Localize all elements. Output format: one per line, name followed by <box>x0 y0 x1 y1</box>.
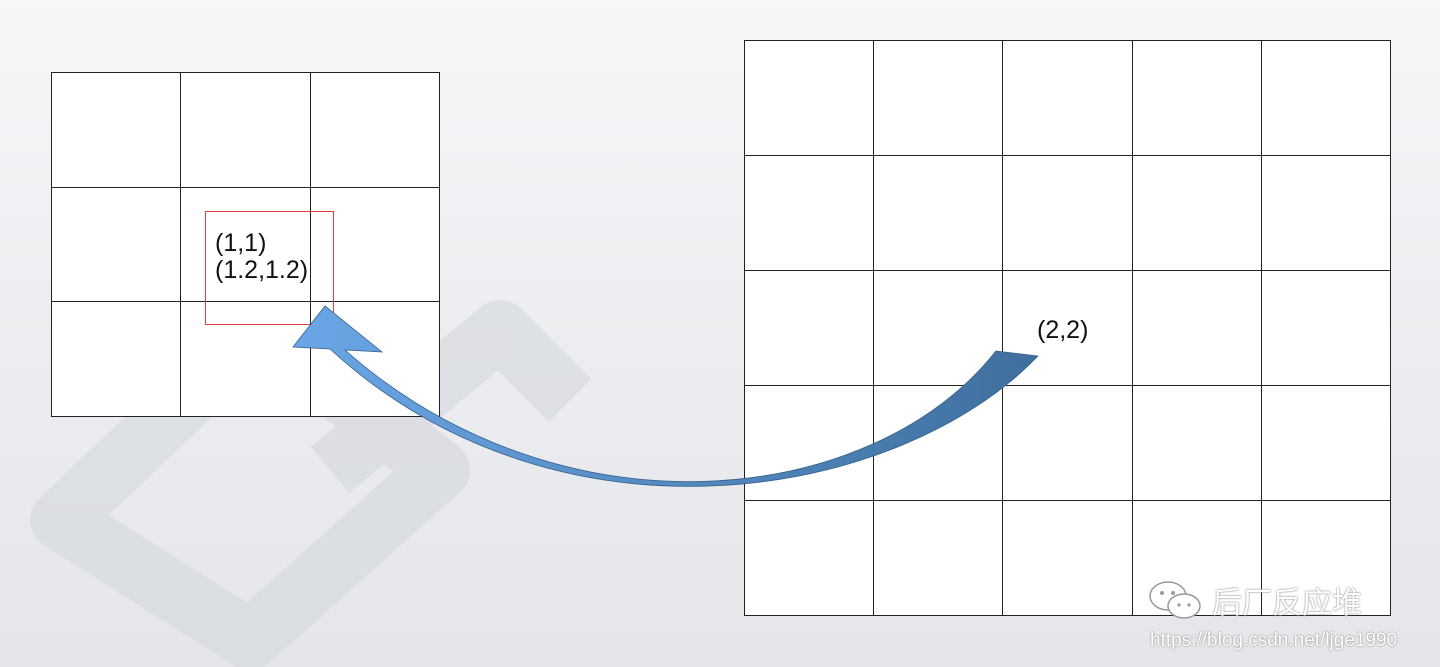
wechat-icon <box>1149 581 1201 619</box>
watermark: 后厂反应堆 <box>1146 578 1362 622</box>
source-grid-cell <box>1261 271 1391 386</box>
source-grid-cell <box>745 271 875 386</box>
sampling-window-highlight <box>205 211 334 325</box>
source-grid-cell <box>874 501 1004 616</box>
destination-grid-cell <box>310 302 440 417</box>
source-grid-cell <box>1132 386 1262 501</box>
destination-grid-cell <box>52 187 182 303</box>
destination-grid-cell <box>181 73 311 188</box>
source-grid-cell <box>1132 41 1262 156</box>
source-grid-cell <box>1261 386 1391 501</box>
source-grid-cell <box>1003 271 1133 386</box>
label-src: (2,2) <box>1037 316 1089 344</box>
destination-grid-cell <box>310 187 440 303</box>
source-grid-cell <box>874 156 1004 271</box>
source-grid <box>744 40 1391 616</box>
source-grid-cell <box>874 386 1004 501</box>
source-grid-cell <box>1261 501 1391 616</box>
source-grid-cell <box>874 271 1004 386</box>
source-grid-cell <box>1132 156 1262 271</box>
destination-grid-cell <box>310 73 440 188</box>
watermark-name: 后厂反应堆 <box>1212 587 1362 620</box>
source-grid-cell <box>1003 156 1133 271</box>
source-grid-cell <box>1132 271 1262 386</box>
source-grid-cell <box>1003 386 1133 501</box>
destination-grid <box>51 72 440 417</box>
source-grid-cell <box>874 41 1004 156</box>
source-grid-cell <box>1261 156 1391 271</box>
source-grid-cell <box>1003 501 1133 616</box>
destination-grid-cell <box>181 302 311 417</box>
label-dst-int: (1,1) <box>215 229 267 257</box>
curved-arrow-shape <box>292 305 1039 487</box>
label-dst-float: (1.2,1.2) <box>215 256 309 284</box>
destination-grid-cell <box>181 187 311 303</box>
destination-grid-cell <box>52 302 182 417</box>
watermark-url: https://blog.csdn.net/ljge1990 <box>1150 630 1398 651</box>
source-grid-cell <box>1003 41 1133 156</box>
source-grid-cell <box>745 156 875 271</box>
source-grid-cell <box>745 41 875 156</box>
destination-grid-cell <box>52 73 182 188</box>
source-grid-cell <box>1261 41 1391 156</box>
source-grid-cell <box>1132 501 1262 616</box>
source-grid-cell <box>745 501 875 616</box>
